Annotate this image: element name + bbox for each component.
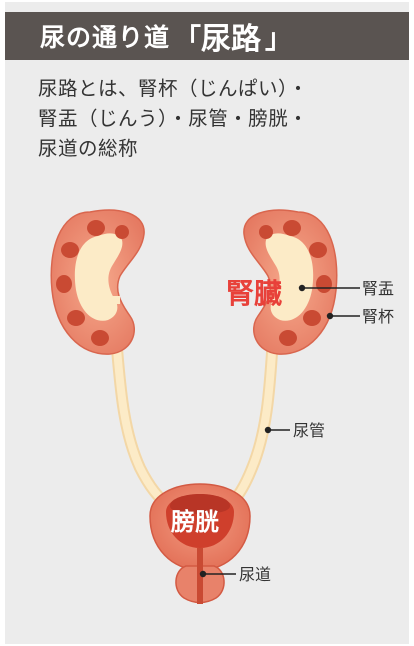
pointer-renal-calyx bbox=[326, 312, 360, 320]
header-bar: 尿の通り道「尿路」 bbox=[5, 12, 409, 60]
label-renal-calyx: 腎杯 bbox=[362, 307, 394, 326]
pointer-renal-pelvis bbox=[298, 284, 360, 292]
description: 尿路とは、腎杯（じんぱい）・ 腎盂（じんう）・尿管・膀胱・ 尿道の総称 bbox=[38, 74, 398, 164]
bladder bbox=[149, 483, 251, 604]
header-open-bracket: 「 bbox=[174, 23, 202, 55]
description-line-1: 尿路とは、腎杯（じんぱい）・ bbox=[38, 77, 309, 100]
label-renal-pelvis: 腎盂 bbox=[362, 279, 394, 298]
pointer-ureter bbox=[264, 426, 290, 434]
pointer-urethra bbox=[199, 570, 236, 578]
description-line-3: 尿道の総称 bbox=[38, 137, 139, 160]
label-urethra: 尿道 bbox=[239, 565, 271, 584]
left-kidney bbox=[50, 209, 145, 355]
description-line-2: 腎盂（じんう）・尿管・膀胱・ bbox=[38, 107, 309, 130]
right-kidney bbox=[243, 209, 338, 355]
header-title: 尿の通り道 bbox=[40, 23, 171, 52]
label-ureter: 尿管 bbox=[293, 421, 325, 440]
label-kidney: 腎臓 bbox=[226, 277, 282, 310]
label-bladder: 膀胱 bbox=[170, 508, 219, 536]
header-close-bracket: 」 bbox=[265, 23, 293, 55]
header-term: 尿路 bbox=[201, 22, 262, 57]
